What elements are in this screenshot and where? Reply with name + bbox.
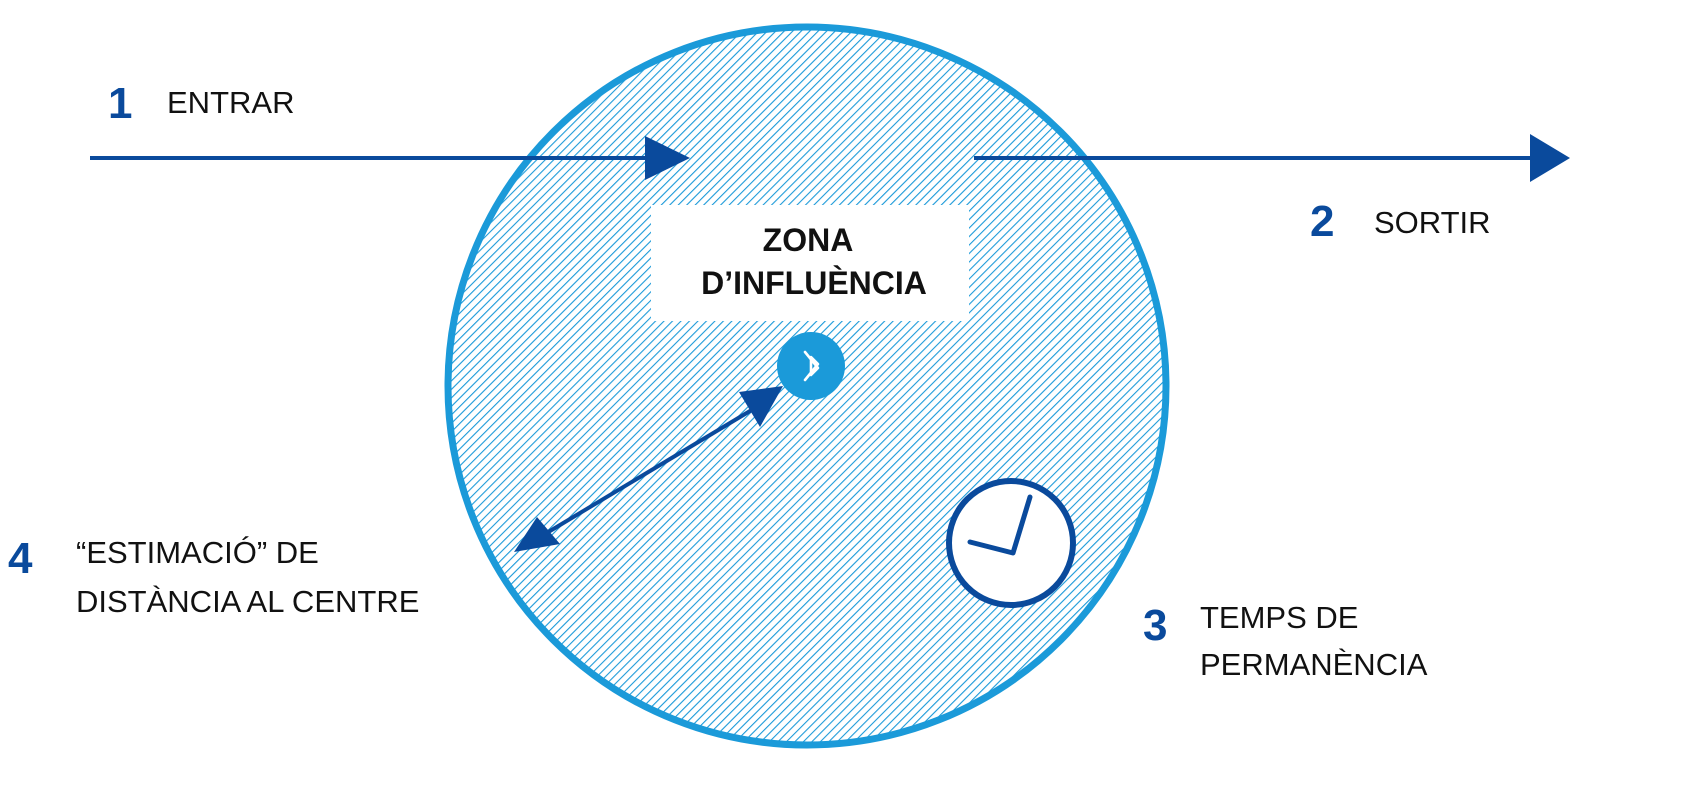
step-2-label: SORTIR [1374,205,1491,240]
distance-arrow [514,386,783,552]
zone-title-background [651,205,969,321]
step-1-label: ENTRAR [167,85,294,120]
step-4-label-line-1: “ESTIMACIÓ” DE [76,535,319,570]
zone-title-line-1: ZONA [763,222,854,258]
distance-arrowhead-center [739,386,783,427]
zone-title-box: ZONA D’INFLUÈNCIA [651,205,969,321]
distance-line [538,406,757,539]
step-3-label-line-2: PERMANÈNCIA [1200,647,1428,682]
zone-title-line-2: D’INFLUÈNCIA [701,265,927,301]
path-arrow [90,134,1570,182]
entry-arrowhead [645,136,690,180]
clock-icon [946,478,1076,608]
step-1-number: 1 [108,79,132,128]
step-3-label-line-1: TEMPS DE [1200,600,1358,635]
distance-arrowhead-edge [514,517,560,552]
step-4: 4 “ESTIMACIÓ” DE DISTÀNCIA AL CENTRE [8,534,419,619]
step-1: 1 ENTRAR [108,79,294,128]
step-4-label-line-2: DISTÀNCIA AL CENTRE [76,584,419,619]
step-3: 3 TEMPS DE PERMANÈNCIA [1143,600,1428,682]
step-2: 2 SORTIR [1310,197,1491,246]
step-4-number: 4 [8,534,33,583]
influence-zone-border [444,23,1170,749]
exit-arrowhead [1530,134,1570,182]
bluetooth-icon [777,332,845,400]
step-3-number: 3 [1143,601,1167,650]
step-2-number: 2 [1310,197,1334,246]
